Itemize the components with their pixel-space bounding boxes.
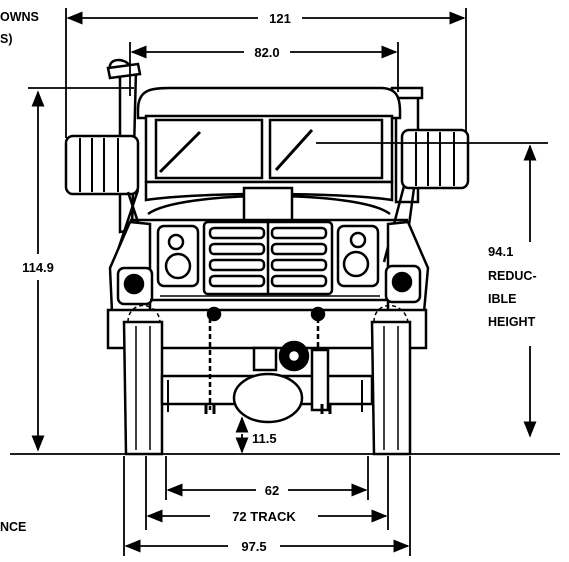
dimension-lines (10, 8, 560, 556)
overall-height-label: 114.9 (22, 260, 54, 275)
reducible-height-line-3: HEIGHT (488, 315, 536, 329)
dimension-labels: 121 82.0 114.9 94.1 REDUC- IBLE HEIGHT 1… (0, 10, 537, 554)
left-tire (122, 304, 164, 456)
reducible-height-value: 94.1 (488, 244, 513, 259)
ground-clearance-label: 11.5 (252, 431, 277, 446)
inner-width-label: 62 (265, 483, 279, 498)
headlights (156, 224, 380, 288)
reducible-height-line-2: IBLE (488, 292, 516, 306)
cutoff-label-bottom: NCE (0, 520, 26, 534)
cab-width-label: 82.0 (254, 45, 279, 60)
cab-roof (136, 86, 402, 120)
cutoff-label-top-2: S) (0, 32, 13, 46)
grille (202, 220, 334, 296)
overall-width-label: 121 (269, 11, 291, 26)
cutoff-label-top-1: OWNS (0, 10, 39, 24)
hood (130, 180, 408, 224)
left-mirror (64, 134, 152, 269)
windshield (144, 114, 394, 184)
front-axle (160, 310, 374, 424)
track-label: 72 TRACK (232, 509, 296, 524)
reducible-height-line-1: REDUC- (488, 269, 537, 283)
truck-front-view (64, 58, 470, 456)
front-fenders (108, 220, 430, 314)
right-tire (370, 304, 412, 456)
tire-width-label: 97.5 (241, 539, 266, 554)
